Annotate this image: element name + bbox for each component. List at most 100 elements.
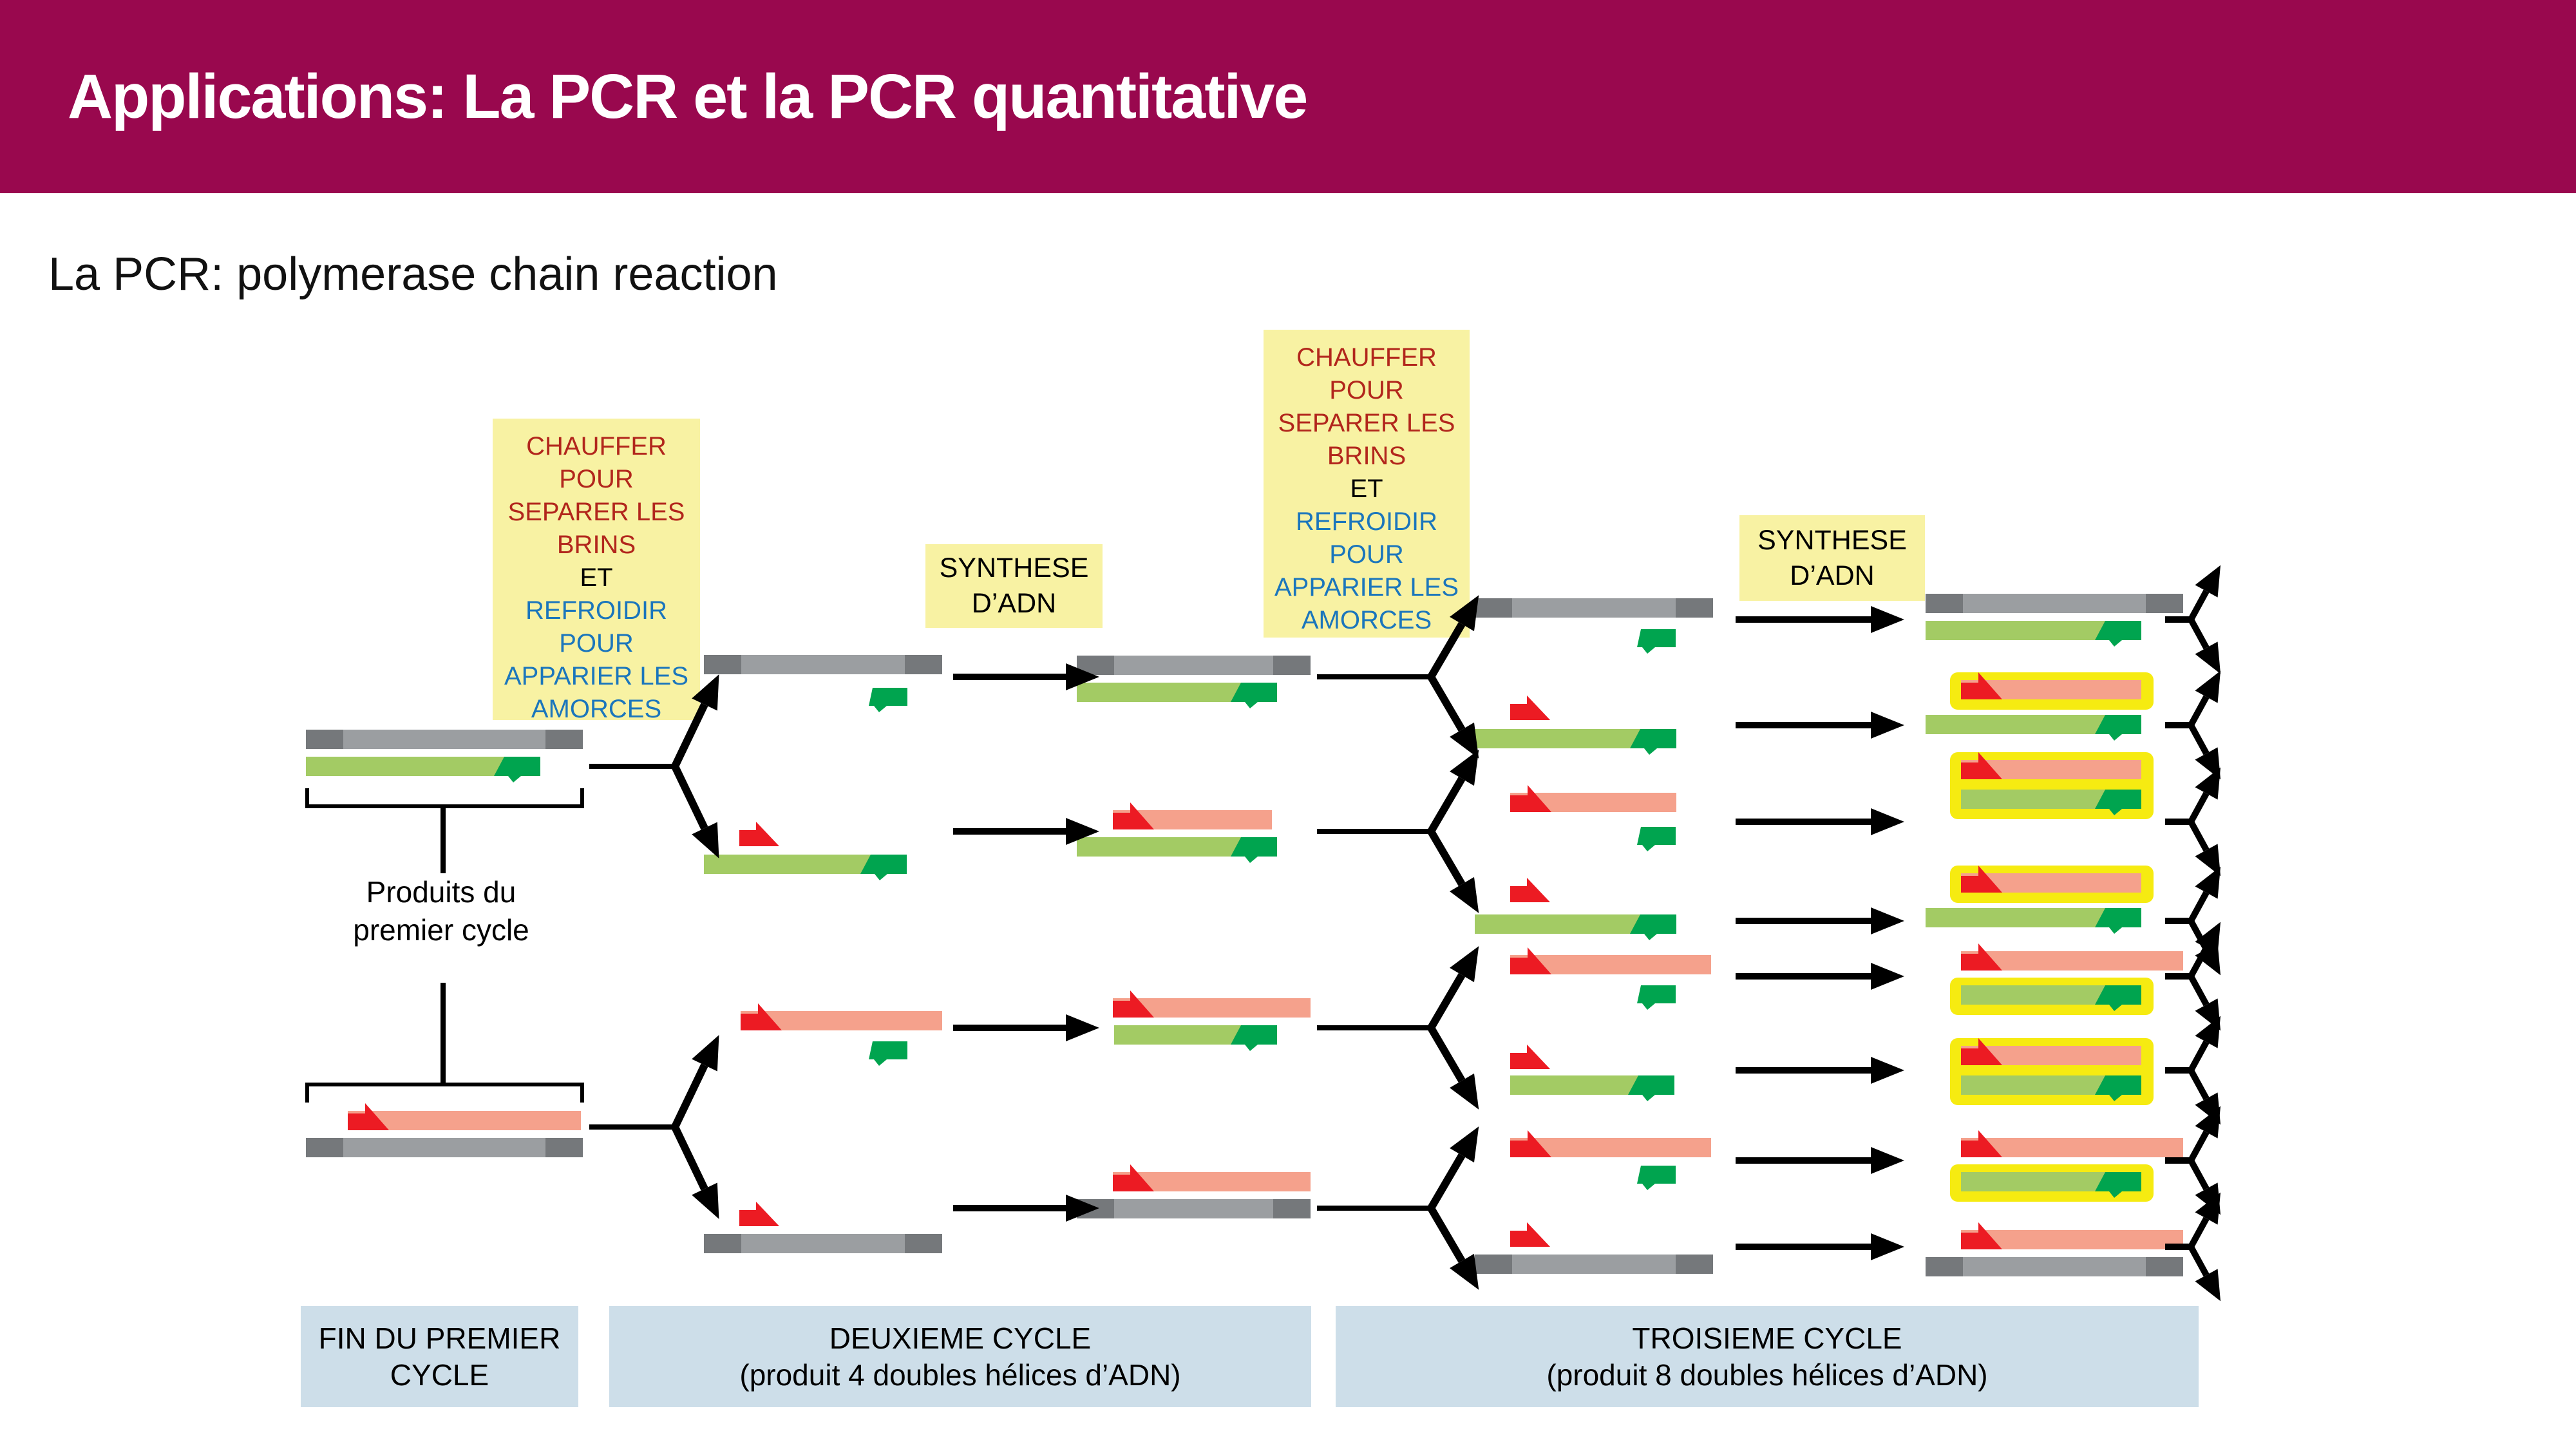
dna-template-strand	[704, 1234, 942, 1253]
green-primer-icon	[1231, 1025, 1277, 1051]
dna-strand-green	[1961, 1172, 2141, 1198]
dna-strand-salmon	[1510, 785, 1676, 812]
strand-end-cap	[1926, 1257, 1963, 1276]
green-primer-icon	[2095, 908, 2141, 934]
strand-end-cap	[1676, 598, 1713, 618]
note-line: D’ADN	[1790, 560, 1875, 591]
red-primer-icon	[1510, 1130, 1551, 1157]
dna-strand-salmon	[1113, 802, 1272, 829]
dna-strand-green	[1475, 914, 1676, 940]
dna-strand-salmon	[1961, 943, 2183, 971]
dna-strand-green	[1114, 1025, 1277, 1051]
dna-strand-salmon	[1961, 752, 2141, 779]
red-primer-icon	[1113, 990, 1154, 1018]
dna-template-strand	[306, 730, 583, 749]
dna-strand-salmon	[1961, 672, 2141, 699]
red-primer-icon	[1510, 1222, 1550, 1247]
green-primer-icon	[2095, 621, 2141, 647]
note-line: REFROIDIR	[526, 596, 667, 625]
red-primer-icon	[1510, 696, 1550, 720]
note-line: SEPARER LES	[507, 498, 685, 526]
red-primer-icon	[1113, 802, 1154, 829]
green-primer-icon	[1628, 1075, 1674, 1101]
red-primer-icon	[1510, 878, 1550, 902]
strand-end-cap	[2146, 1257, 2183, 1276]
strand-end-cap	[1475, 598, 1512, 618]
dna-template-strand	[1077, 656, 1311, 675]
note-synthese-1: SYNTHESE D’ADN	[925, 544, 1103, 628]
green-primer-icon	[2095, 1172, 2141, 1198]
dna-strand-green	[1961, 985, 2141, 1011]
note-line: APPARIER LES	[504, 662, 689, 690]
red-primer-icon	[1510, 947, 1551, 974]
dna-strand-green	[1475, 729, 1676, 755]
label-line: premier cycle	[353, 913, 529, 947]
red-primer-icon	[1961, 1222, 2002, 1249]
strand-end-cap	[545, 1138, 583, 1157]
dna-strand-green	[306, 757, 540, 782]
strand-end-cap	[545, 730, 583, 749]
note-line: POUR	[559, 465, 634, 493]
cycle-box-line: (produit 4 doubles hélices d’ADN)	[739, 1358, 1181, 1392]
red-primer-icon	[1961, 1038, 2002, 1065]
note-line: AMORCES	[531, 695, 662, 723]
green-primer-icon	[1231, 837, 1277, 863]
note-line: D’ADN	[971, 588, 1057, 619]
note-line: APPARIER LES	[1274, 573, 1459, 601]
dna-strand-salmon	[348, 1103, 581, 1130]
green-primer-icon	[2095, 1075, 2141, 1101]
strand-end-cap	[905, 1234, 942, 1253]
strand-end-cap	[1077, 1199, 1114, 1218]
dna-strand-salmon	[1961, 1222, 2183, 1249]
dna-strand-green	[1926, 715, 2141, 741]
note-line: SEPARER LES	[1278, 409, 1455, 437]
note-line: AMORCES	[1301, 606, 1432, 634]
label-line: Produits du	[366, 875, 516, 909]
green-primer-icon	[1637, 985, 1676, 1010]
dna-strand-salmon	[1510, 1130, 1711, 1157]
slide-subtitle: La PCR: polymerase chain reaction	[48, 249, 778, 300]
strand-end-cap	[905, 655, 942, 674]
red-primer-icon	[739, 822, 779, 846]
green-primer-icon	[494, 757, 540, 782]
strand-end-cap	[1676, 1255, 1713, 1274]
dna-strand-salmon	[1961, 866, 2141, 893]
cycle-box-fin-premier-cycle: FIN DU PREMIER CYCLE	[301, 1306, 578, 1407]
red-primer-icon	[1510, 785, 1551, 812]
red-primer-icon	[1113, 1164, 1154, 1191]
red-primer-icon	[739, 1202, 779, 1226]
green-primer-icon	[860, 855, 907, 880]
note-synthese-2: SYNTHESE D’ADN	[1739, 515, 1925, 601]
cycle-box-line: (produit 8 doubles hélices d’ADN)	[1546, 1358, 1988, 1392]
page-title: Applications: La PCR et la PCR quantitat…	[68, 61, 1308, 131]
note-line: BRINS	[556, 531, 636, 559]
cycle-box-line: TROISIEME CYCLE	[1632, 1321, 1902, 1355]
green-primer-icon	[1637, 1166, 1676, 1190]
dna-strand-green	[1961, 1075, 2141, 1101]
strand-end-cap	[1273, 1199, 1311, 1218]
note-line: SYNTHESE	[939, 553, 1089, 583]
note-line: POUR	[559, 629, 634, 658]
green-primer-icon	[1637, 629, 1676, 654]
green-primer-icon	[2095, 985, 2141, 1011]
note-chauffer-2: CHAUFFER POUR SEPARER LES BRINS ET REFRO…	[1264, 330, 1470, 638]
cycle-box-line: CYCLE	[390, 1358, 489, 1392]
dna-strand-green	[1961, 790, 2141, 815]
red-primer-icon	[1961, 866, 2002, 893]
dna-template-strand	[1926, 594, 2183, 613]
label-produits-premier-cycle: Produits du premier cycle	[303, 873, 580, 949]
green-primer-icon	[2095, 715, 2141, 741]
green-primer-icon	[1637, 827, 1676, 851]
dna-template-strand	[1475, 598, 1713, 618]
red-primer-icon	[741, 1003, 782, 1030]
dna-strand-salmon	[1961, 1130, 2183, 1157]
note-line: REFROIDIR	[1296, 507, 1437, 536]
dna-strand-salmon	[1961, 1038, 2141, 1065]
dna-strand-green	[1926, 621, 2141, 647]
red-primer-icon	[1961, 943, 2002, 971]
note-chauffer-1: CHAUFFER POUR SEPARER LES BRINS ET REFRO…	[493, 419, 700, 723]
strand-end-cap	[2146, 594, 2183, 613]
red-primer-icon	[1961, 1130, 2002, 1157]
